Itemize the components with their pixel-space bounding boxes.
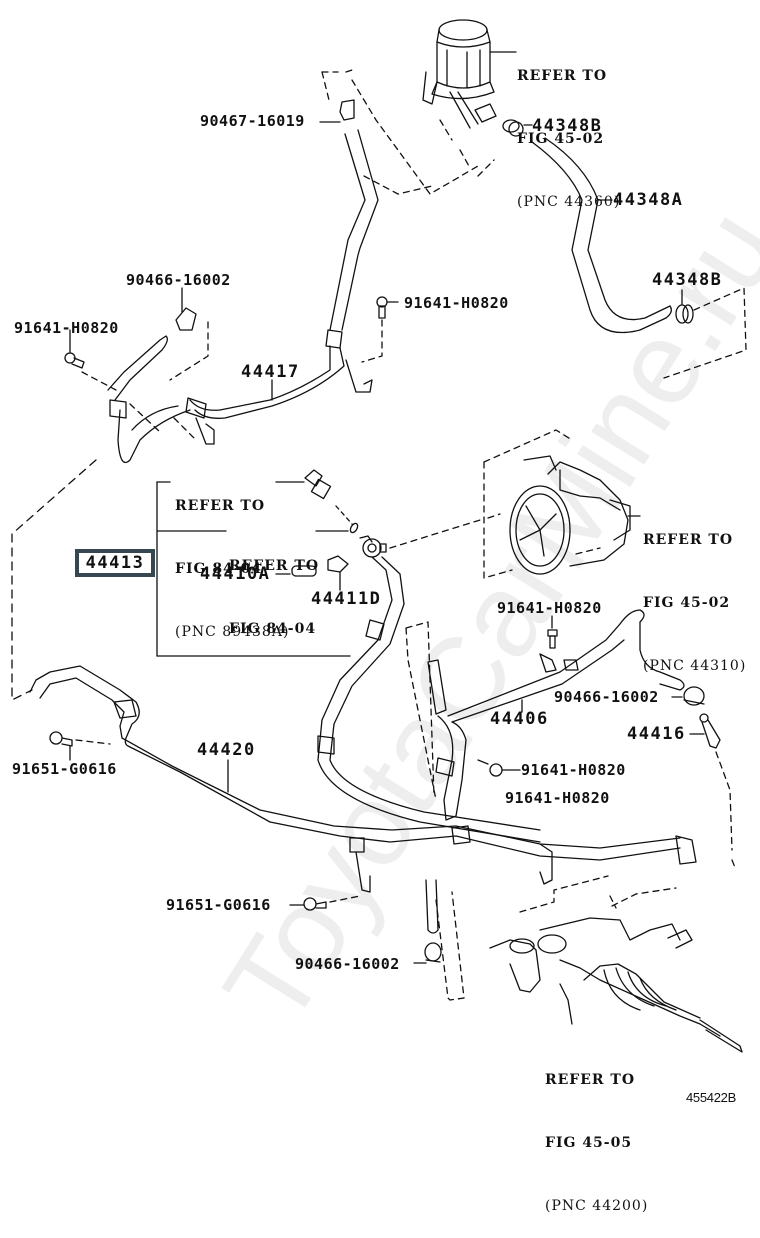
hose-44413-illustration xyxy=(317,535,541,843)
label-90466-16002-right[interactable]: 90466-16002 xyxy=(554,688,659,706)
label-91651-g0616-mid[interactable]: 91651-G0616 xyxy=(166,896,271,914)
label-91641-h0820-44406-low[interactable]: 91641-H0820 xyxy=(505,789,610,807)
label-90466-16002-left[interactable]: 90466-16002 xyxy=(126,271,231,289)
ref-gear-pnc: (PNC 44200) xyxy=(545,1198,649,1214)
tube-44417-illustration xyxy=(107,99,379,464)
label-44410a[interactable]: 44410A xyxy=(200,564,271,584)
pressure-switch-illustration xyxy=(304,469,359,534)
ref-pressure-switch-pnc: (PNC 89438A) xyxy=(175,624,290,640)
label-44348a[interactable]: 44348A xyxy=(613,190,684,210)
label-44417[interactable]: 44417 xyxy=(241,362,300,382)
ref-pressure-switch-line2: FIG 84-04 xyxy=(175,561,263,577)
label-91641-h0820-mid[interactable]: 91641-H0820 xyxy=(404,294,509,312)
reservoir-illustration xyxy=(422,19,517,129)
label-44420[interactable]: 44420 xyxy=(197,740,256,760)
label-91641-h0820-44406-mid[interactable]: 91641-H0820 xyxy=(521,761,626,779)
ref-oring-line1: REFER TO xyxy=(229,558,320,574)
ref-pump-line2: FIG 45-02 xyxy=(643,595,731,611)
steering-gear-illustration xyxy=(489,917,743,1053)
ref-gear-line2: FIG 45-05 xyxy=(545,1135,633,1151)
ref-pressure-switch[interactable]: REFER TO FIG 84-04 (PNC 89438A) xyxy=(175,454,289,664)
tube-44420-illustration xyxy=(29,665,697,934)
ref-pressure-switch-line1: REFER TO xyxy=(175,498,266,514)
tube-44406-illustration xyxy=(427,609,685,821)
ref-oring-line2: FIG 84-04 xyxy=(229,621,317,637)
ref-reservoir-line1: REFER TO xyxy=(517,68,608,84)
label-44348b-top[interactable]: 44348B xyxy=(532,116,603,136)
label-44406[interactable]: 44406 xyxy=(490,709,549,729)
ref-reservoir-pnc: (PNC 44360) xyxy=(517,194,621,210)
label-44411d[interactable]: 44411D xyxy=(311,589,382,609)
label-44413: 44413 xyxy=(85,553,145,573)
label-91641-h0820-44406-top[interactable]: 91641-H0820 xyxy=(497,599,602,617)
ref-gear[interactable]: REFER TO FIG 45-05 (PNC 44200) xyxy=(545,1028,648,1238)
clamp-bottom-illustration xyxy=(413,942,442,964)
label-44348b-right[interactable]: 44348B xyxy=(652,270,723,290)
assembly-44413-highlight[interactable]: 44413 xyxy=(75,549,155,577)
ref-pump[interactable]: REFER TO FIG 45-02 (PNC 44310) xyxy=(643,488,746,698)
figure-number: 455422B xyxy=(686,1090,736,1105)
clamp-44348b-top-illustration xyxy=(502,119,533,137)
clamp-44348b-right-illustration xyxy=(675,289,694,324)
pump-illustration xyxy=(509,455,641,575)
ref-reservoir[interactable]: REFER TO FIG 45-02 (PNC 44360) xyxy=(517,24,620,234)
label-90466-16002-bottom[interactable]: 90466-16002 xyxy=(295,955,400,973)
ref-reservoir-line2: FIG 45-02 xyxy=(517,131,605,147)
fasteners-top-left xyxy=(64,287,399,369)
hose-44348a-illustration xyxy=(531,137,672,334)
assembly-44413-bracket xyxy=(156,481,351,657)
ref-gear-line1: REFER TO xyxy=(545,1072,636,1088)
ref-pump-line1: REFER TO xyxy=(643,532,734,548)
union-bolt-gasket-illustration xyxy=(275,555,349,591)
label-91651-g0616-left[interactable]: 91651-G0616 xyxy=(12,760,117,778)
parts-diagram xyxy=(11,19,747,1053)
label-91641-h0820-left[interactable]: 91641-H0820 xyxy=(14,319,119,337)
ref-oring[interactable]: REFER TO FIG 84-04 xyxy=(229,514,319,661)
label-44416[interactable]: 44416 xyxy=(627,724,686,744)
label-90467-16019[interactable]: 90467-16019 xyxy=(200,112,305,130)
clamp-union-right-illustration xyxy=(671,686,721,749)
ref-pump-pnc: (PNC 44310) xyxy=(643,658,747,674)
bolts-g0616-illustration xyxy=(49,731,327,911)
